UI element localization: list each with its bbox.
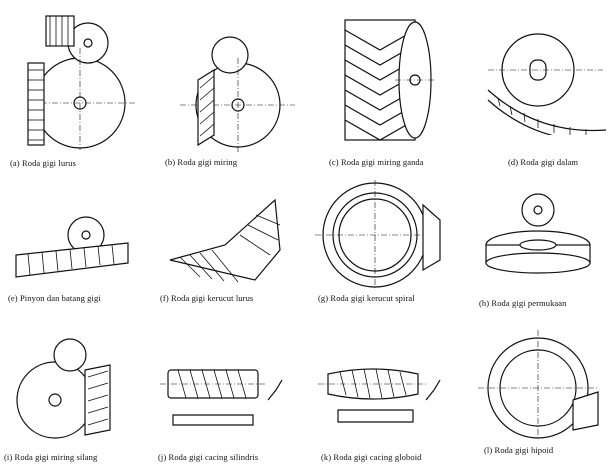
caption-b: (b) Roda gigi miring — [165, 157, 238, 167]
herringbone-gear-icon — [344, 19, 435, 141]
internal-gear-icon — [487, 33, 607, 135]
caption-f: (f) Roda gigi kerucut lurus — [160, 293, 254, 303]
gear-diagram-k: (k) Roda gigi cacing globoid — [318, 360, 468, 470]
face-gear-icon — [485, 193, 591, 274]
gear-diagram-i: (i) Roda gigi miring silang — [4, 335, 150, 470]
caption-c: (c) Roda gigi miring ganda — [329, 157, 424, 167]
hypoid-gear-icon — [478, 330, 599, 440]
worm-gear-icon — [160, 369, 283, 426]
spur-gear-icon — [27, 15, 135, 150]
gear-diagram-a: (a) Roda gigi lurus — [10, 8, 140, 168]
gear-diagram-h: (h) Roda gigi permukaan — [476, 190, 609, 310]
globoid-worm-icon — [318, 368, 441, 423]
caption-e: (e) Pinyon dan batang gigi — [8, 293, 101, 303]
gear-diagram-g: (g) Roda gigi kerucut spiral — [315, 180, 465, 310]
gear-diagram-f: (f) Roda gigi kerucut lurus — [160, 195, 300, 310]
caption-g: (g) Roda gigi kerucut spiral — [318, 293, 415, 303]
bevel-gear-icon — [169, 198, 281, 283]
caption-i: (i) Roda gigi miring silang — [4, 452, 98, 462]
gear-diagram-d: (d) Roda gigi dalam — [478, 20, 609, 167]
caption-d: (d) Roda gigi dalam — [508, 157, 579, 167]
helical-gear-icon — [180, 36, 295, 152]
caption-a: (a) Roda gigi lurus — [10, 158, 76, 168]
crossed-helical-gear-icon — [16, 338, 111, 439]
caption-h: (h) Roda gigi permukaan — [479, 298, 567, 308]
gear-diagram-j: (j) Roda gigi cacing silindris — [158, 360, 313, 470]
spiral-bevel-gear-icon — [315, 180, 441, 290]
caption-j: (j) Roda gigi cacing silindris — [158, 452, 259, 462]
gear-diagram-e: (e) Pinyon dan batang gigi — [8, 205, 148, 310]
gear-diagram-c: (c) Roda gigi miring ganda — [329, 15, 455, 167]
rack-pinion-icon — [15, 216, 129, 278]
gear-diagram-b: (b) Roda gigi miring — [165, 30, 300, 167]
caption-l: (l) Roda gigi hipoid — [484, 445, 554, 455]
gear-diagram-l: (l) Roda gigi hipoid — [478, 330, 609, 470]
caption-k: (k) Roda gigi cacing globoid — [321, 452, 422, 462]
